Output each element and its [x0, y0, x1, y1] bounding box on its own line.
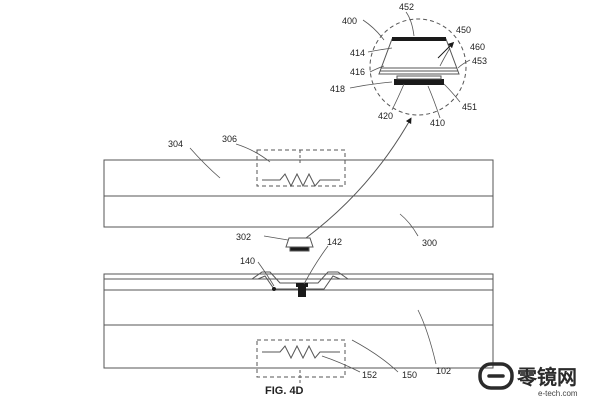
magnify-arc-arrow: [305, 117, 412, 239]
leader-460: [439, 47, 451, 67]
label-410: 410: [430, 118, 445, 128]
label-304: 304: [168, 139, 183, 149]
label-416: 416: [350, 67, 365, 77]
label-453: 453: [472, 56, 487, 66]
leader-420: [391, 83, 405, 111]
lower-heater-zigzag: [262, 344, 340, 360]
logo-mark-icon: [478, 362, 514, 390]
bump-410: [394, 79, 444, 85]
label-418: 418: [330, 84, 345, 94]
pad-420: [396, 75, 442, 80]
leader-418: [349, 81, 393, 89]
label-140: 140: [240, 256, 255, 266]
leader-304: [189, 147, 221, 179]
label-414: 414: [350, 48, 365, 58]
label-306: 306: [222, 134, 237, 144]
die-body-450: [378, 38, 460, 75]
label-460: 460: [470, 42, 485, 52]
heater-box-152: [256, 339, 346, 384]
leader-lines: [189, 11, 471, 373]
figure-caption: FIG. 4D: [265, 385, 304, 397]
leader-414: [367, 47, 393, 53]
leader-150: [351, 339, 399, 373]
heater-box-306: [256, 149, 346, 188]
leader-453: [457, 59, 471, 69]
leader-451: [443, 83, 461, 103]
leader-306: [235, 143, 271, 163]
watermark: 零镜网 e-tech.com: [478, 362, 578, 398]
leader-400: [362, 19, 385, 41]
watermark-chinese: 零镜网: [516, 365, 577, 389]
pad-142: [298, 286, 306, 297]
pointer-arrow-450: [437, 41, 455, 59]
heater-resistor-zigzag: [262, 172, 340, 188]
label-452: 452: [399, 2, 414, 12]
leader-102: [417, 309, 437, 365]
lower-substrate-outline: [103, 273, 494, 369]
upper-substrate-300: [103, 159, 494, 228]
leader-302: [263, 235, 289, 241]
label-451: 451: [462, 102, 477, 112]
leader-300: [399, 213, 419, 237]
upper-substrate-outline: [103, 159, 494, 228]
label-450: 450: [456, 25, 471, 35]
leader-452: [405, 11, 415, 37]
small-die-body: [285, 237, 314, 248]
leader-152: [321, 355, 361, 373]
small-die-302: [285, 237, 314, 252]
label-102: 102: [436, 366, 451, 376]
reference-labels: 452 400 450 414 460 453 416 418 451 420 …: [168, 2, 487, 380]
label-150: 150: [402, 370, 417, 380]
watermark-url: e-tech.com: [538, 389, 578, 398]
lower-heater-dashed-box: [256, 339, 346, 378]
leader-410: [427, 85, 441, 119]
label-152: 152: [362, 370, 377, 380]
lower-substrate-102: [103, 271, 494, 369]
inset-400: [369, 18, 467, 116]
pad-142-top: [296, 283, 308, 287]
label-302: 302: [236, 232, 251, 242]
contact-140: [272, 287, 276, 291]
leader-142: [303, 245, 329, 285]
label-142: 142: [327, 237, 342, 247]
top-layer-452: [392, 37, 446, 41]
label-300: 300: [422, 238, 437, 248]
label-420: 420: [378, 111, 393, 121]
label-400: 400: [342, 16, 357, 26]
heater-dashed-box: [256, 149, 346, 187]
leader-140: [257, 261, 275, 287]
small-die-pad: [289, 246, 310, 252]
inset-dashed-circle: [369, 18, 467, 116]
leader-416: [369, 65, 385, 73]
